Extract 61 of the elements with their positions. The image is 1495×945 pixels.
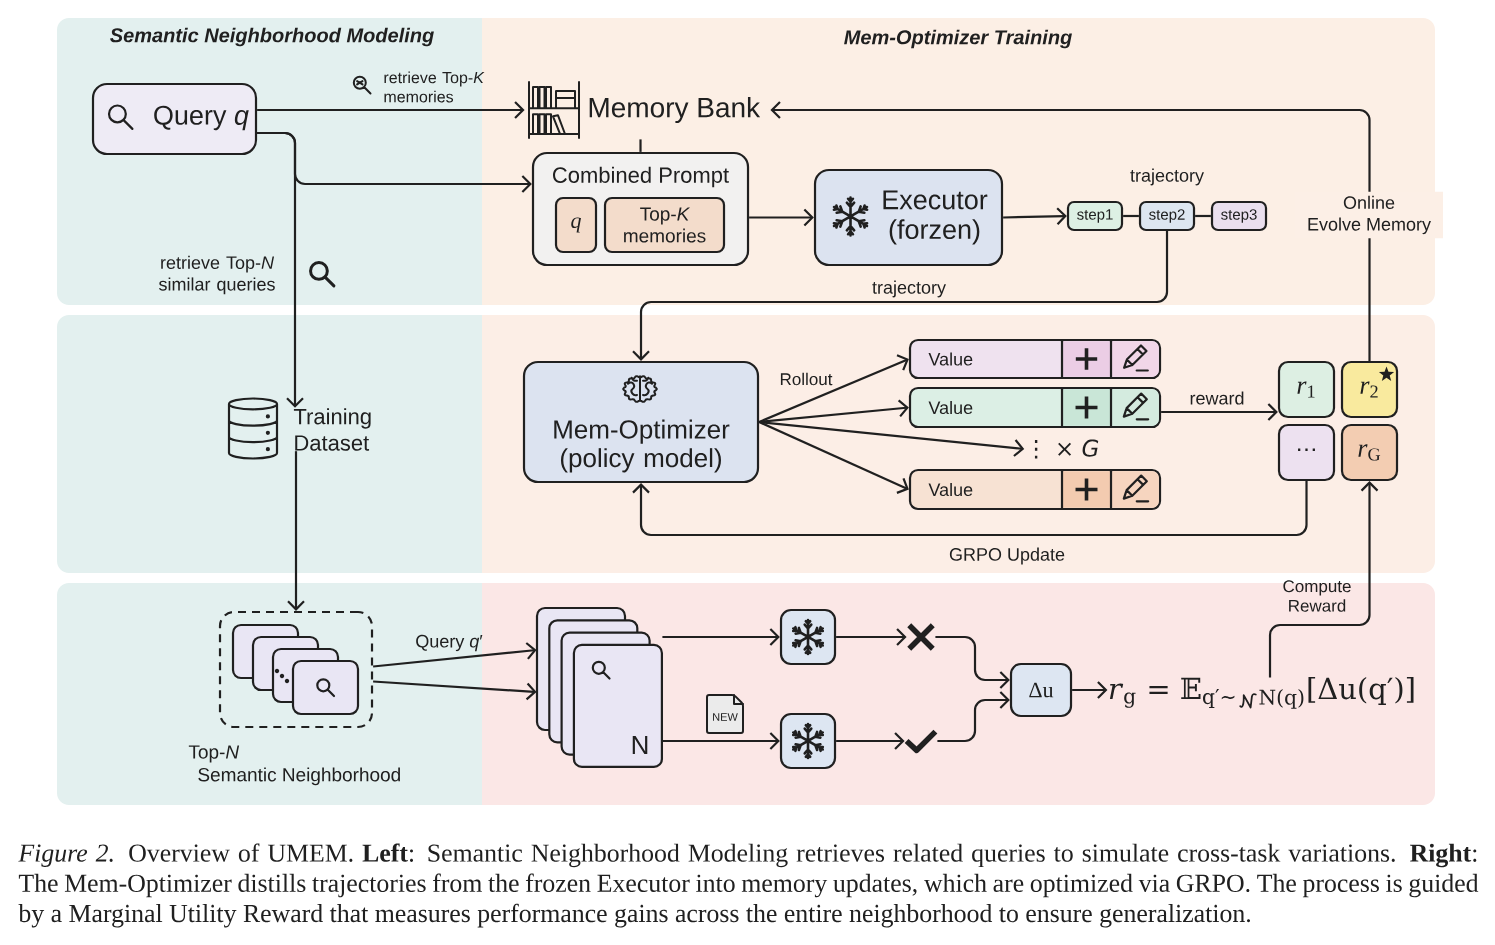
reward-cell: r$_{2}$ — [1340, 360, 1399, 419]
query-box: Query q — [91, 82, 258, 156]
arrow — [662, 628, 780, 646]
edge-label: retrieve Top-K memories — [384, 71, 485, 103]
edge-label: Online Evolve Memory — [1295, 191, 1443, 239]
arrow — [1003, 207, 1067, 225]
edge-label: Rollout — [780, 372, 833, 386]
formula-text: r$_{g}$ = 𝔼$_{q′∼}$ — [1109, 677, 1235, 709]
arrow — [632, 231, 1169, 361]
edge-label: retrieve Top-N similar queries — [159, 255, 275, 295]
arrow — [662, 732, 780, 750]
arrow — [935, 635, 1010, 689]
arrow — [257, 131, 304, 408]
arrow — [1161, 403, 1278, 421]
arrow — [759, 420, 1025, 457]
step-box: step2 — [1138, 200, 1196, 232]
repeat-label: ⋮ × G — [1034, 439, 1099, 459]
step-box: step1 — [1066, 200, 1124, 232]
reward-cell: r$_{1}$ — [1277, 360, 1336, 419]
query-card: N — [572, 643, 663, 768]
arrow — [632, 481, 1308, 537]
arrow — [1268, 481, 1379, 678]
cross-mark — [906, 622, 936, 652]
section-heading: Semantic Neighborhood Modeling — [110, 27, 434, 47]
section-heading: Mem-Optimizer Training — [844, 29, 1072, 49]
edge-label: Compute Reward — [1283, 580, 1351, 612]
prompt-part-box: q — [554, 196, 598, 254]
arrow — [758, 421, 909, 494]
delta-box: Δu — [1009, 662, 1073, 718]
step-box: step3 — [1210, 200, 1268, 232]
arrow — [1072, 681, 1108, 699]
arrow — [373, 642, 537, 668]
node-caption: Top-N Semantic Neighborhood — [188, 745, 400, 786]
edge-label: trajectory — [872, 280, 946, 298]
executor-box: Executor (forzen) — [813, 168, 1004, 267]
formula-text: $_{N(q)}$[Δu(q′)] — [1259, 676, 1414, 709]
group-label: trajectory — [1130, 168, 1204, 186]
prompt-part-box: Top-K memories — [603, 196, 726, 254]
edge-label: reward — [1190, 391, 1244, 405]
edge-label: Query q′ — [416, 634, 483, 652]
node-label: Memory Bank — [589, 96, 761, 124]
edge-label: GRPO Update — [949, 547, 1065, 565]
arrow — [937, 691, 1010, 743]
connector-line — [639, 139, 642, 152]
model-box: Mem-Optimizer (policy model) — [522, 360, 760, 484]
new-file-badge: NEW — [706, 694, 744, 734]
arrow — [758, 354, 909, 423]
check-mark — [904, 729, 938, 754]
figure-caption: Figure 2. Overview of UMEM. Left: Semantic Neighborhood Modeling retrieves related queries to simulate cross-task variations. Right: The Mem-Optimizer distills trajectories from the frozen Executor into memory updates, which are optimized via GRPO. The process is guided by a Marginal Utility Reward that measures performance gains across the entire neighborhood to ensure generalization. — [18, 843, 1479, 928]
arrow — [257, 101, 525, 119]
connector-line — [1123, 214, 1139, 218]
connector-line — [1195, 214, 1211, 218]
arrow — [836, 628, 907, 646]
arrow — [749, 208, 814, 227]
arrow — [836, 732, 905, 750]
arrow — [287, 451, 305, 611]
reward-cell: ⋯ — [1277, 423, 1336, 482]
reward-cell: r$_{G}$ — [1340, 423, 1399, 482]
arrow — [373, 680, 537, 701]
arrow — [770, 101, 1371, 361]
node-label: Training Dataset — [293, 408, 371, 451]
